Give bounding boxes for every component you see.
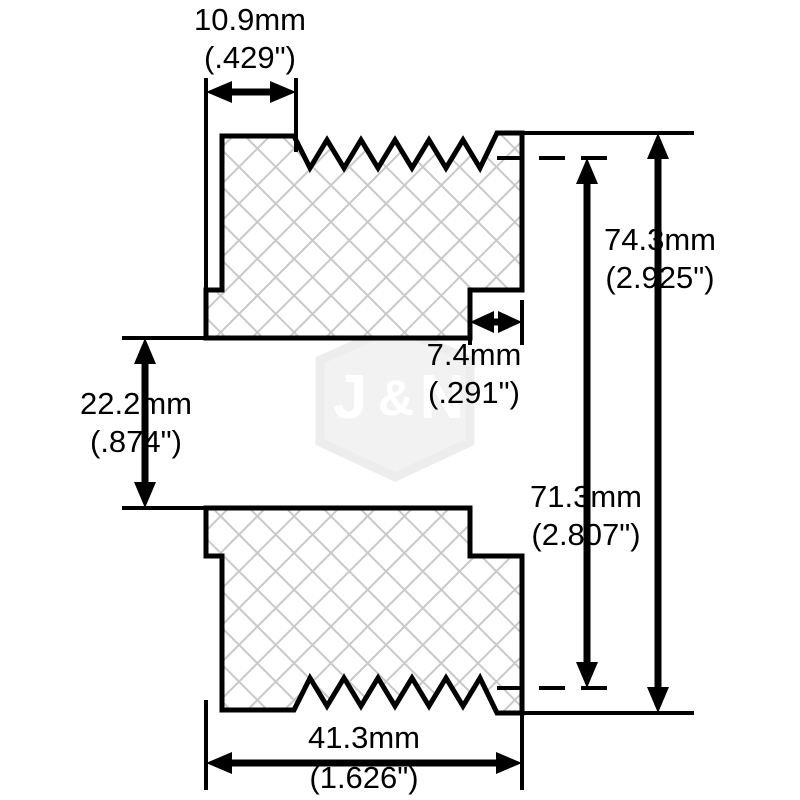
dim-text-overall-mm: 41.3mm bbox=[308, 720, 420, 755]
extension-lines bbox=[122, 78, 694, 790]
arrowhead-bore-bottom bbox=[134, 482, 156, 508]
dim-text-flange-mm: 10.9mm bbox=[194, 2, 306, 37]
dim-text-land-mm: 7.4mm bbox=[427, 337, 522, 372]
watermark-letter-n: N bbox=[420, 363, 465, 432]
watermark-shield-shape bbox=[315, 322, 475, 482]
arrowhead-overall-left bbox=[206, 752, 232, 774]
arrowhead-land-left bbox=[470, 311, 494, 333]
arrowhead-overall-right bbox=[496, 752, 522, 774]
dimension-outer-diameter: 74.3mm (2.925") bbox=[604, 133, 716, 713]
arrowhead-groove-root-bottom bbox=[576, 662, 598, 688]
dim-text-bore-mm: 22.2mm bbox=[80, 386, 192, 421]
arrowhead-od-top bbox=[647, 133, 669, 159]
dim-text-od-inch: (2.925") bbox=[605, 260, 714, 295]
dimension-groove-root-diameter: 71.3mm (2.807") bbox=[530, 158, 642, 688]
arrowhead-groove-root-top bbox=[576, 158, 598, 184]
arrowhead-bore-top bbox=[134, 338, 156, 364]
dimension-bore-height: 22.2mm (.874") bbox=[80, 338, 192, 508]
pulley-lower-section bbox=[203, 505, 525, 716]
arrowhead-od-bottom bbox=[647, 687, 669, 713]
watermark-ampersand: & bbox=[378, 370, 414, 426]
dim-text-bore-inch: (.874") bbox=[90, 424, 182, 459]
upper-section-outline bbox=[203, 130, 525, 341]
dim-text-od-mm: 74.3mm bbox=[604, 222, 716, 257]
watermark-letter-j: J bbox=[333, 363, 367, 432]
dimension-flange-thickness: 10.9mm (.429") bbox=[194, 2, 306, 103]
arrowhead-land-right bbox=[498, 311, 522, 333]
dim-text-groove-root-inch: (2.807") bbox=[531, 517, 640, 552]
lower-section-outline bbox=[203, 505, 525, 716]
arrowhead-flange-left bbox=[206, 81, 232, 103]
dimension-groove-land: 7.4mm (.291") bbox=[427, 311, 522, 410]
dim-text-overall-inch: (1.626") bbox=[309, 760, 418, 795]
dim-text-flange-inch: (.429") bbox=[204, 40, 296, 75]
dimension-overall-width: 41.3mm (1.626") bbox=[206, 720, 522, 795]
arrowhead-flange-right bbox=[270, 81, 296, 103]
watermark-jn-logo: J & N bbox=[315, 322, 475, 482]
dim-text-groove-root-mm: 71.3mm bbox=[530, 479, 642, 514]
dim-text-land-inch: (.291") bbox=[428, 375, 520, 410]
